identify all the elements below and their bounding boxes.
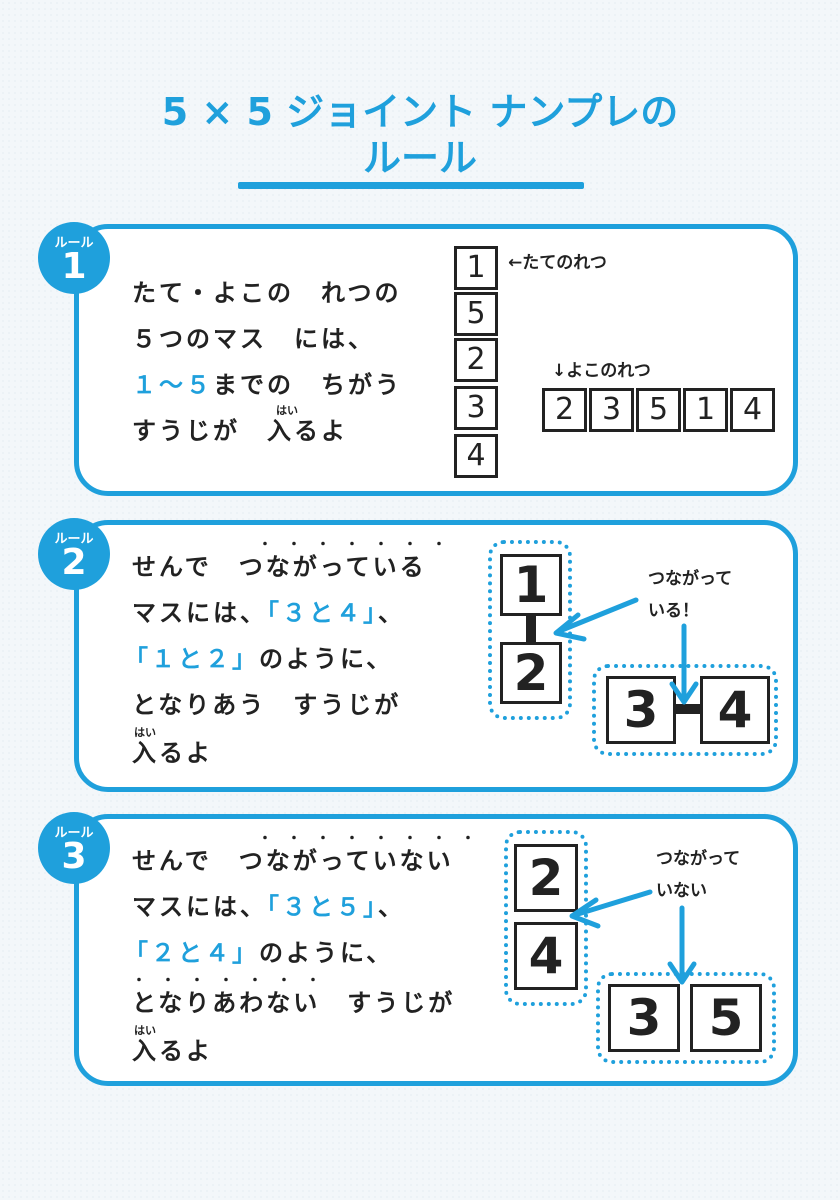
- tate-label: ←たてのれつ: [508, 253, 607, 273]
- tate-cell: 2: [454, 338, 498, 382]
- rule2-text-line5: 入るよ: [132, 739, 213, 767]
- rule2-text-line4: となりあう すうじが: [132, 691, 402, 719]
- rule2-note-line1: つながって: [648, 569, 733, 589]
- rule2-cell-1: 1: [500, 554, 562, 616]
- rule2-arrow-down: [669, 623, 699, 705]
- rule2-dotted-group-vertical: [488, 540, 572, 720]
- rule2-badge-label: ルール: [54, 532, 94, 547]
- rule2-cell-2: 2: [500, 642, 562, 704]
- rule3-text-line5: 入るよ: [132, 1037, 213, 1065]
- rule3-cell-4: 4: [514, 922, 578, 990]
- rule2-panel: [74, 520, 798, 792]
- rule2-line3-b: のように、: [259, 645, 394, 673]
- rule2-cell-4: 4: [700, 676, 770, 744]
- tate-cell: 4: [454, 434, 498, 478]
- rule1-badge-number: 1: [61, 246, 87, 287]
- rule3-ruby: はい: [134, 1024, 156, 1037]
- rule3-line3-a: 「２と４」: [124, 939, 259, 967]
- rule2-note-line2: いる！: [648, 601, 699, 621]
- tate-cell: 5: [454, 292, 498, 336]
- rule1-line4-b: 入るよ: [267, 417, 348, 445]
- rule2-emphasis-dots: ・・・・・・・: [258, 537, 461, 553]
- rule3-dotted-group-vertical: [504, 830, 588, 1006]
- rule2-connector-horizontal: [676, 704, 700, 714]
- rule3-cell-3: 3: [608, 984, 680, 1052]
- rule3-text-line3: 「２と４」のように、: [124, 938, 393, 968]
- rule1-text-line3: １～５までの ちがう: [132, 370, 402, 400]
- rule2-ruby: はい: [134, 726, 156, 739]
- rule1-badge-label: ルール: [54, 236, 94, 251]
- rule3-text-line1: せんで つながっていない: [132, 847, 454, 875]
- rule3-cell-2: 2: [514, 844, 578, 912]
- rule2-line2-b: 「３と４」: [267, 599, 378, 627]
- rule2-connector-vertical: [526, 616, 536, 642]
- rule2-text-line3: 「１と２」のように、: [124, 644, 393, 674]
- rule3-badge-label: ルール: [54, 826, 94, 841]
- rule1-panel: [74, 224, 798, 496]
- page-title-line1: 5 × 5 ジョイント ナンプレの: [161, 90, 679, 134]
- rule2-arrow-left: [553, 597, 639, 642]
- rule3-line2-a: マスには、: [132, 893, 267, 921]
- rule1-badge: ルール 1: [38, 222, 110, 294]
- rule3-line2-b: 「３と５」: [267, 893, 378, 921]
- rule1-line3-rest: までの ちがう: [213, 371, 402, 399]
- rule3-text-line2: マスには、「３と５」、: [132, 892, 405, 922]
- rule3-emphasis-dots: ・・・・・・・・: [258, 831, 490, 847]
- rule3-emphasis-dots-2: ・・・・・・・: [132, 973, 335, 989]
- rule1-ruby: はい: [276, 404, 298, 417]
- rule3-arrow-left: [569, 889, 653, 929]
- rule2-text-line2: マスには、「３と４」、: [132, 598, 405, 628]
- rule2-line3-a: 「１と２」: [124, 645, 259, 673]
- rule3-line2-c: 、: [378, 893, 405, 921]
- yoko-cell: 1: [683, 388, 728, 432]
- rule3-text-line4: となりあわない すうじが: [132, 989, 456, 1017]
- rule1-text-line4: すうじが 入るよ: [132, 416, 348, 446]
- rule2-line2-a: マスには、: [132, 599, 267, 627]
- rule3-note-line2: いない: [656, 881, 707, 901]
- yoko-cell: 3: [589, 388, 634, 432]
- rule2-badge-number: 2: [61, 542, 87, 583]
- yoko-cell: 5: [636, 388, 681, 432]
- tate-cell: 3: [454, 386, 498, 430]
- rule2-line2-c: 、: [378, 599, 405, 627]
- yoko-cell: 4: [730, 388, 775, 432]
- rule1-line4-a: すうじが: [132, 417, 267, 445]
- title-underline: [238, 182, 584, 189]
- rule3-badge-number: 3: [61, 836, 87, 877]
- rule2-badge: ルール 2: [38, 518, 110, 590]
- rule1-range-text: １～５: [132, 371, 213, 399]
- rule3-badge: ルール 3: [38, 812, 110, 884]
- rule1-text-line1: たて・よこの れつの: [132, 279, 402, 307]
- yoko-label: ↓よこのれつ: [552, 361, 651, 381]
- rule2-text-line1: せんで つながっている: [132, 553, 427, 581]
- rule1-text-line2: ５つのマス には、: [132, 325, 375, 353]
- page-title-line2: ルール: [362, 136, 477, 180]
- tate-cell: 1: [454, 246, 498, 290]
- rule3-line3-b: のように、: [259, 939, 394, 967]
- yoko-cell: 2: [542, 388, 587, 432]
- rule2-cell-3: 3: [606, 676, 676, 744]
- rule3-arrow-down: [667, 905, 697, 985]
- rule3-note-line1: つながって: [656, 849, 741, 869]
- rule3-cell-5: 5: [690, 984, 762, 1052]
